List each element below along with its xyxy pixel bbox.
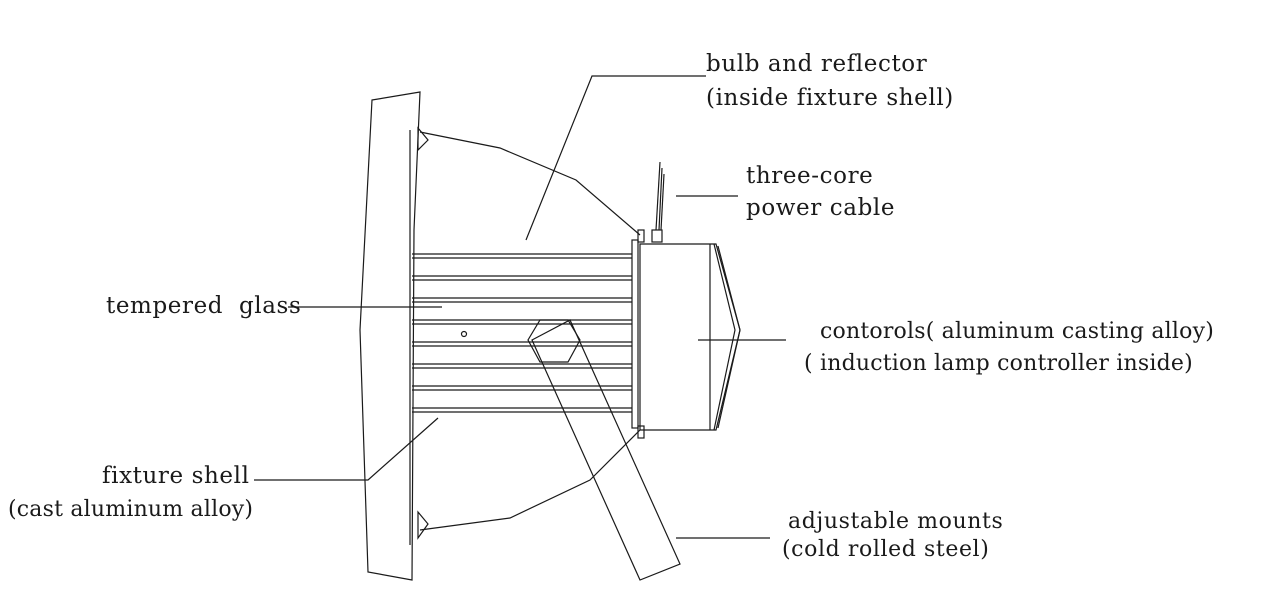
controls-label-line2: ( induction lamp controller inside) — [804, 351, 1193, 376]
cable-wire-2 — [658, 167, 663, 231]
shell-label-line2: (cast aluminum alloy) — [8, 497, 254, 522]
cable-wire-1 — [655, 161, 661, 231]
shell-bottom-outline — [419, 429, 641, 531]
leader-shell — [254, 417, 439, 481]
cable-label-line2: power cable — [746, 195, 896, 221]
shell-top-outline — [419, 131, 641, 236]
control-box — [639, 243, 741, 431]
mounts-label-line2: (cold rolled steel) — [782, 537, 990, 562]
controls-label-line1: contorols( aluminum casting alloy) — [820, 319, 1214, 344]
glass-label: tempered glass — [106, 293, 302, 319]
front-frame — [359, 91, 421, 581]
bottom-bracket — [417, 510, 429, 540]
mounts-label-line1: adjustable mounts — [788, 509, 1004, 534]
control-box-rib-3 — [717, 245, 741, 429]
control-box-rib-2 — [713, 243, 736, 431]
cable-gland — [651, 229, 663, 243]
flange-lug-top — [637, 229, 645, 243]
mounting-flange — [631, 239, 639, 429]
cable-wire-3 — [660, 173, 665, 231]
flange-lug-bottom — [637, 425, 645, 439]
center-pivot-dot — [460, 330, 468, 338]
shell-label-line1: fixture shell — [102, 463, 250, 489]
mounting-hinge — [527, 319, 581, 363]
mounting-arm — [531, 319, 681, 581]
leader-bulb — [525, 75, 706, 241]
cable-label-line1: three-core — [746, 163, 874, 189]
top-bracket — [417, 126, 429, 152]
bulb-label-line1: bulb and reflector — [706, 51, 928, 77]
bulb-label-line2: (inside fixture shell) — [706, 85, 954, 111]
heat-sink-fins — [412, 253, 632, 413]
